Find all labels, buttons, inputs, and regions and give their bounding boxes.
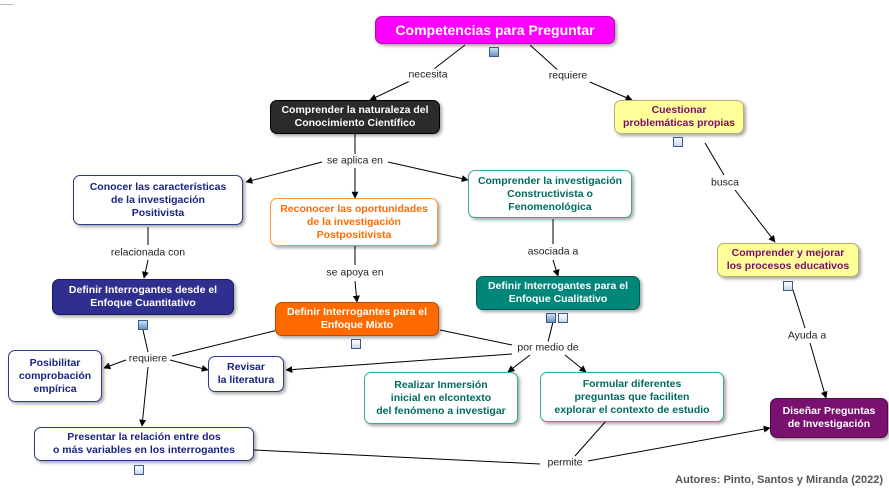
edge-pormedio-inmersion — [507, 354, 531, 373]
node-cuestionar-label: Cuestionar problemáticas propias — [622, 104, 736, 129]
link-label-por-medio-de: por medio de — [515, 341, 581, 355]
link-label-se-aplica-en: se aplica en — [324, 154, 386, 168]
image-resource-icon[interactable] — [489, 47, 499, 57]
node-inmersion[interactable]: Realizar Inmersión inicial en elcontexto… — [364, 372, 518, 424]
node-positivista[interactable]: Conocer las características de la invest… — [73, 175, 243, 225]
edge-mixto-requiere — [171, 329, 279, 357]
edge-busca-comprender-mejorar — [734, 189, 776, 243]
edge-requiere-presentar — [139, 366, 149, 427]
node-presentar-label: Presentar la relación entre dos o más va… — [52, 431, 236, 456]
node-constructivista-label: Comprender la investigación Constructivi… — [477, 174, 623, 213]
node-comprender-mejorar-label: Comprender y mejorar los procesos educat… — [726, 247, 850, 272]
node-postpositivista[interactable]: Reconocer las oportunidades de la invest… — [270, 198, 438, 246]
edge-mejorar-ayuda — [792, 289, 806, 329]
edge-cualitativo-pormedio — [547, 321, 554, 343]
edge-apoya-mixto — [352, 280, 360, 303]
link-label-permite: permite — [545, 456, 585, 470]
link-label-asociada-a: asociada a — [525, 245, 581, 259]
node-inmersion-label: Realizar Inmersión inicial en elcontexto… — [376, 378, 506, 417]
node-mixto-label: Definir Interrogantes para el Enfoque Mi… — [286, 306, 428, 331]
edge-formular-permite — [574, 420, 607, 457]
edge-cuantitativo-requiere — [142, 329, 149, 353]
node-revisar[interactable]: Revisar la literatura — [208, 356, 284, 392]
node-disenar-label: Diseñar Preguntas de Investigación — [782, 405, 876, 430]
edge-asociada-cualitativo — [552, 259, 560, 277]
link-label-requiere-mid: requiere — [126, 352, 170, 366]
document-resource-icon[interactable] — [673, 137, 683, 147]
edge-requiere-revisar — [169, 359, 209, 372]
edge-seaplica-positivista — [245, 161, 323, 184]
edge-competencias-necesita — [429, 44, 466, 73]
node-cualitativo-label: Definir Interrogantes para el Enfoque Cu… — [487, 280, 629, 305]
edge-permite-disenar — [587, 425, 771, 462]
node-constructivista[interactable]: Comprender la investigación Constructivi… — [468, 170, 632, 218]
node-disenar[interactable]: Diseñar Preguntas de Investigación — [770, 398, 888, 438]
node-formular-label: Formular diferentes preguntas que facili… — [554, 377, 710, 416]
edge-pormedio-revisar — [285, 353, 513, 374]
node-competencias[interactable]: Competencias para Preguntar — [375, 16, 615, 44]
node-comprender-mejorar[interactable]: Comprender y mejorar los procesos educat… — [717, 243, 859, 277]
edge-ayuda-disenar — [809, 342, 828, 399]
link-label-se-apoya-en: se apoya en — [324, 266, 386, 280]
node-mixto[interactable]: Definir Interrogantes para el Enfoque Mi… — [275, 302, 439, 336]
edge-seaplica-constructivista — [387, 161, 469, 183]
image-resource-icon[interactable] — [138, 320, 148, 330]
node-cualitativo[interactable]: Definir Interrogantes para el Enfoque Cu… — [476, 276, 640, 310]
edge-competencias-requiere — [529, 44, 561, 73]
node-presentar[interactable]: Presentar la relación entre dos o más va… — [34, 427, 254, 461]
node-competencias-label: Competencias para Preguntar — [395, 21, 595, 38]
edge-relacionada-cuantitativo — [141, 259, 149, 279]
node-postpositivista-label: Reconocer las oportunidades de la invest… — [280, 202, 428, 241]
document-resource-icon[interactable] — [134, 465, 144, 475]
edge-requiere-cuestionar — [584, 79, 633, 101]
edge-cuestionar-busca — [704, 142, 725, 176]
node-revisar-label: Revisar la literatura — [217, 361, 275, 386]
node-posibilitar[interactable]: Posibilitar comprobación empírica — [8, 350, 102, 402]
author-credit: Autores: Pinto, Santos y Miranda (2022) — [675, 474, 883, 486]
node-positivista-label: Conocer las características de la invest… — [89, 180, 227, 219]
edge-mixto-pormedio — [439, 329, 513, 346]
node-posibilitar-label: Posibilitar comprobación empírica — [18, 356, 92, 395]
node-cuantitativo-label: Definir Interrogantes desde el Enfoque C… — [68, 284, 218, 309]
node-comprender-naturaleza-label: Comprender la naturaleza del Conocimient… — [281, 104, 429, 129]
edge-necesita-comprender — [369, 79, 413, 101]
document-resource-icon[interactable] — [351, 339, 361, 349]
link-label-requiere: requiere — [546, 69, 590, 83]
resource-icons — [546, 311, 568, 323]
node-formular[interactable]: Formular diferentes preguntas que facili… — [540, 372, 724, 422]
node-cuantitativo[interactable]: Definir Interrogantes desde el Enfoque C… — [52, 279, 234, 315]
node-comprender-naturaleza[interactable]: Comprender la naturaleza del Conocimient… — [270, 100, 440, 134]
link-label-necesita: necesita — [406, 68, 450, 82]
edge-pormedio-formular — [564, 354, 587, 373]
link-label-ayuda-a: Ayuda a — [785, 329, 829, 343]
edge-requiere-posibilitar — [103, 359, 127, 370]
divider — [0, 4, 14, 5]
edge-presentar-permite — [253, 449, 541, 465]
link-label-relacionada-con: relacionada con — [108, 246, 188, 260]
node-cuestionar[interactable]: Cuestionar problemáticas propias — [614, 100, 744, 134]
link-label-busca: busca — [708, 176, 742, 190]
document-resource-icon[interactable] — [558, 313, 568, 323]
document-resource-icon[interactable] — [783, 281, 793, 291]
image-resource-icon[interactable] — [546, 313, 556, 323]
